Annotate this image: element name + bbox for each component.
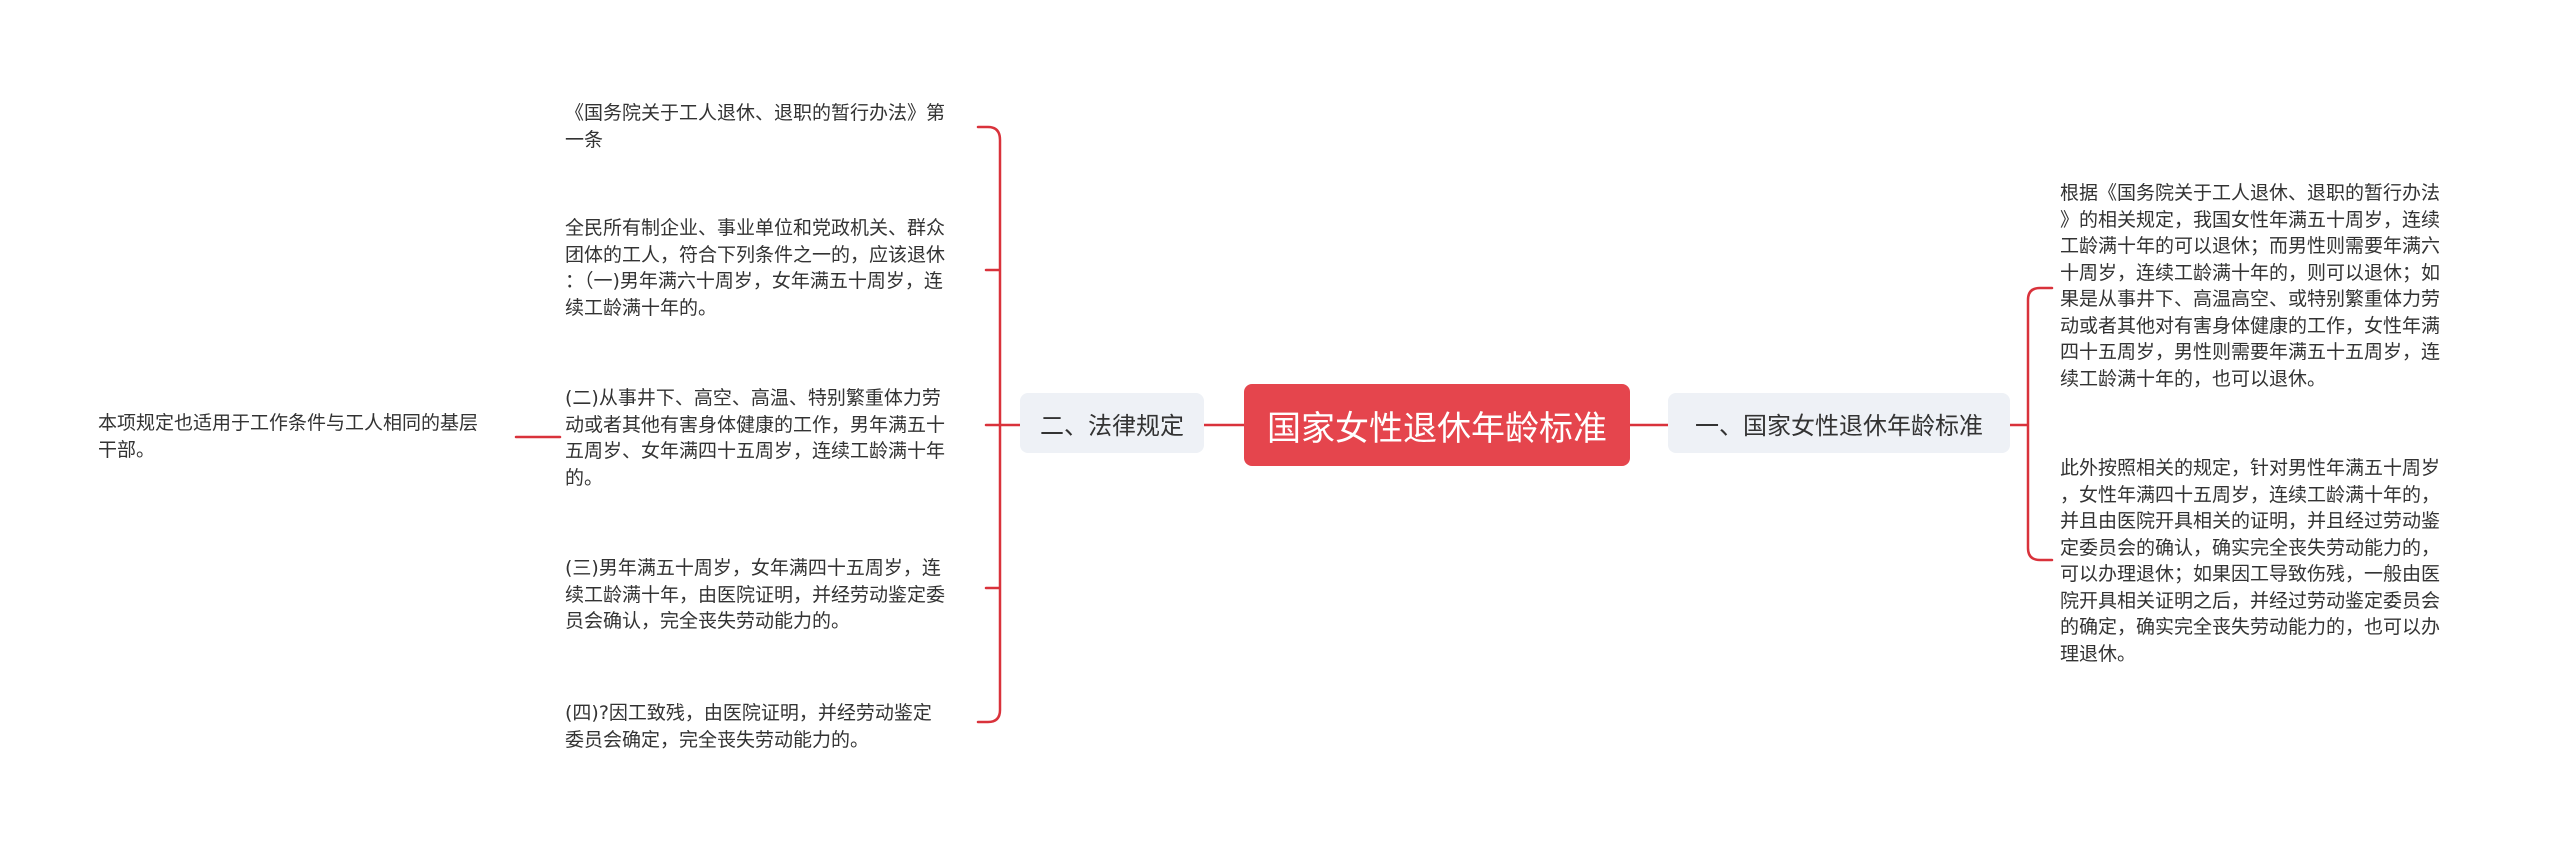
leaf-left-4[interactable]: (三)男年满五十周岁，女年满四十五周岁，连续工龄满十年，由医院证明，并经劳动鉴定… <box>565 555 945 635</box>
leaf-text-line: 续工龄满十年，由医院证明，并经劳动鉴定委 <box>565 583 946 606</box>
leaf-text-line: 本项规定也适用于工作条件与工人相同的基层 <box>98 412 479 434</box>
leaf-text-line: 的确定，确实完全丧失劳动能力的，也可以办 <box>2060 616 2441 638</box>
branch-label: 一、国家女性退休年龄标准 <box>1695 411 1983 440</box>
branch-label: 二、法律规定 <box>1040 411 1184 440</box>
leaf-right-2[interactable]: 此外按照相关的规定，针对男性年满五十周岁 ，女性年满四十五周岁，连续工龄满十年的，… <box>2060 455 2440 667</box>
leaf-left-1[interactable]: 《国务院关于工人退休、退职的暂行办法》第一条 <box>565 100 945 153</box>
leaf-text-line: 此外按照相关的规定，针对男性年满五十周岁 <box>2060 457 2441 479</box>
leaf-text-line: 续工龄满十年的，也可以退休。 <box>2060 367 2327 390</box>
leaf-left-5[interactable]: (四)?因工致残，由医院证明，并经劳动鉴定委员会确定，完全丧失劳动能力的。 <box>565 700 932 753</box>
leaf-text-line: 续工龄满十年的。 <box>565 296 718 319</box>
leaf-text-line: ：（一)男年满六十周岁，女年满五十周岁，连 <box>565 270 943 292</box>
connector-right-bracket <box>2008 286 2054 562</box>
branch-retirement-age-standard[interactable]: 一、国家女性退休年龄标准 <box>1668 393 2010 453</box>
leaf-left-3[interactable]: (二)从事井下、高空、高温、特别繁重体力劳动或者其他有害身体健康的工作，男年满五… <box>565 385 945 491</box>
leaf-text-line: (四)?因工致残，由医院证明，并经劳动鉴定 <box>565 702 932 724</box>
leaf-text-line: 工龄满十年的可以退休；而男性则需要年满六 <box>2060 235 2441 257</box>
leaf-text-line: 院开具相关证明之后，并经过劳动鉴定委员会 <box>2060 589 2441 612</box>
leaf-text-line: 》的相关规定，我国女性年满五十周岁，连续 <box>2060 208 2441 231</box>
leaf-text-line: (二)从事井下、高空、高温、特别繁重体力劳 <box>565 387 941 409</box>
leaf-text-line: 动或者其他有害身体健康的工作，男年满五十 <box>565 413 946 436</box>
leaf-text-line: 可以办理退休；如果因工导致伤残，一般由医 <box>2060 563 2441 585</box>
leaf-text-line: 果是从事井下、高温高空、或特别繁重体力劳 <box>2060 288 2441 310</box>
root-topic[interactable]: 国家女性退休年龄标准 <box>1244 384 1630 466</box>
leaf-text-line: 委员会确定，完全丧失劳动能力的。 <box>565 728 870 751</box>
leaf-text-line: 干部。 <box>98 438 156 461</box>
leaf-text-line: 十周岁，连续工龄满十年的，则可以退休；如 <box>2060 261 2441 284</box>
leaf-text-line: 《国务院关于工人退休、退职的暂行办法》第 <box>565 102 946 124</box>
leaf-text-line: 并且由医院开具相关的证明，并且经过劳动鉴 <box>2060 510 2441 532</box>
leaf-text-line: 五周岁、女年满四十五周岁，连续工龄满十年 <box>565 440 946 462</box>
leaf-right-1[interactable]: 根据《国务院关于工人退休、退职的暂行办法》的相关规定，我国女性年满五十周岁，连续… <box>2060 180 2440 392</box>
leaf-text-line: 定委员会的确认，确实完全丧失劳动能力的， <box>2060 536 2441 559</box>
leaf-text-line: 团体的工人，符合下列条件之一的，应该退休 <box>565 243 946 266</box>
leaf-text-line: 全民所有制企业、事业单位和党政机关、群众 <box>565 217 946 239</box>
leaf-text-line: 的。 <box>565 466 604 489</box>
leaf-text-line: 根据《国务院关于工人退休、退职的暂行办法 <box>2060 182 2441 204</box>
leaf-left-3-child[interactable]: 本项规定也适用于工作条件与工人相同的基层干部。 <box>98 410 478 463</box>
leaf-text-line: 动或者其他对有害身体健康的工作，女性年满 <box>2060 314 2441 337</box>
leaf-text-line: 员会确认，完全丧失劳动能力的。 <box>565 610 851 632</box>
leaf-text-line: 一条 <box>565 128 604 151</box>
leaf-text-line: 四十五周岁，男性则需要年满五十五周岁，连 <box>2060 341 2441 363</box>
root-topic-label: 国家女性退休年龄标准 <box>1267 408 1607 449</box>
leaf-text-line: ，女性年满四十五周岁，连续工龄满十年的， <box>2060 483 2441 506</box>
leaf-left-2[interactable]: 全民所有制企业、事业单位和党政机关、群众团体的工人，符合下列条件之一的，应该退休… <box>565 215 945 321</box>
leaf-text-line: (三)男年满五十周岁，女年满四十五周岁，连 <box>565 557 941 579</box>
leaf-text-line: 理退休。 <box>2060 642 2137 665</box>
branch-legal-provisions[interactable]: 二、法律规定 <box>1020 393 1204 453</box>
connector-left-bracket <box>976 125 1022 724</box>
